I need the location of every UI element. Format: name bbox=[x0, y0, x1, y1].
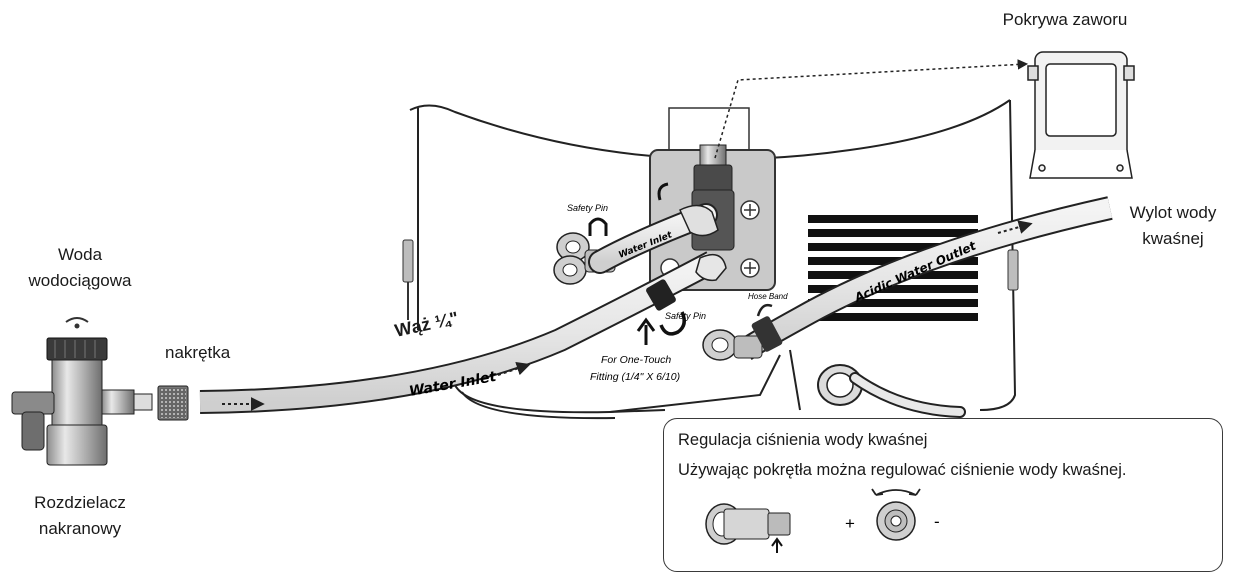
callout-title: Regulacja ciśnienia wody kwaśnej bbox=[678, 431, 928, 449]
diverter-label-line1: Rozdzielacz bbox=[34, 493, 126, 512]
acid-outlet-label-line1: Wylot wody bbox=[1129, 203, 1217, 222]
one-touch-label: For One-Touch bbox=[601, 354, 671, 366]
callout-description: Używając pokrętła można regulować ciśnie… bbox=[678, 461, 1127, 479]
plus-sign: + bbox=[845, 514, 855, 533]
acid-outlet-label-line2: kwaśnej bbox=[1142, 229, 1204, 248]
tap-water-label-line1: Woda bbox=[57, 245, 103, 264]
tap-water-label: Woda wodociągowa bbox=[20, 242, 140, 294]
valve-cover-label: Pokrywa zaworu bbox=[1002, 10, 1128, 29]
flow-arrow-icon bbox=[497, 361, 531, 376]
tap-water-label-line2: wodociągowa bbox=[28, 271, 132, 290]
pressure-valve-side-icon bbox=[705, 503, 791, 553]
one-touch-label: Fitting (1/4" X 6/10) bbox=[590, 371, 680, 383]
hose-band bbox=[751, 303, 783, 352]
acid-outlet-label: Wylot wody kwaśnej bbox=[1118, 200, 1228, 252]
safety-pin-label: Safety Pin bbox=[665, 311, 706, 321]
diverter-label: Rozdzielacz nakranowy bbox=[15, 490, 145, 542]
safety-pin-icon bbox=[588, 217, 608, 236]
diverter-label-line2: nakranowy bbox=[38, 519, 122, 538]
side-rod bbox=[402, 239, 414, 320]
nut-label: nakrętka bbox=[165, 343, 231, 362]
side-rod-right bbox=[1007, 249, 1019, 291]
safety-pin-label: Safety Pin bbox=[567, 203, 608, 213]
pressure-callout: Regulacja ciśnienia wody kwaśnej Używają… bbox=[663, 418, 1223, 572]
nut-part bbox=[157, 385, 189, 421]
drain-fitting bbox=[817, 364, 966, 418]
safety-pin-icon bbox=[657, 182, 669, 201]
tap-diverter bbox=[11, 317, 153, 466]
safety-pin-icon bbox=[659, 311, 686, 336]
adjustment-knob-icon bbox=[871, 488, 921, 541]
water-inlet-hose bbox=[199, 251, 727, 414]
callout-illustration: + - bbox=[705, 488, 940, 553]
hose-band-label: Hose Band bbox=[748, 292, 788, 301]
outlet-fitting bbox=[702, 329, 763, 361]
up-arrow-icon bbox=[636, 317, 656, 345]
minus-sign: - bbox=[934, 512, 940, 531]
valve-cover-part bbox=[1027, 51, 1135, 179]
leader-arrow-icon bbox=[714, 59, 1029, 159]
inner-inlet-tube bbox=[588, 203, 719, 274]
